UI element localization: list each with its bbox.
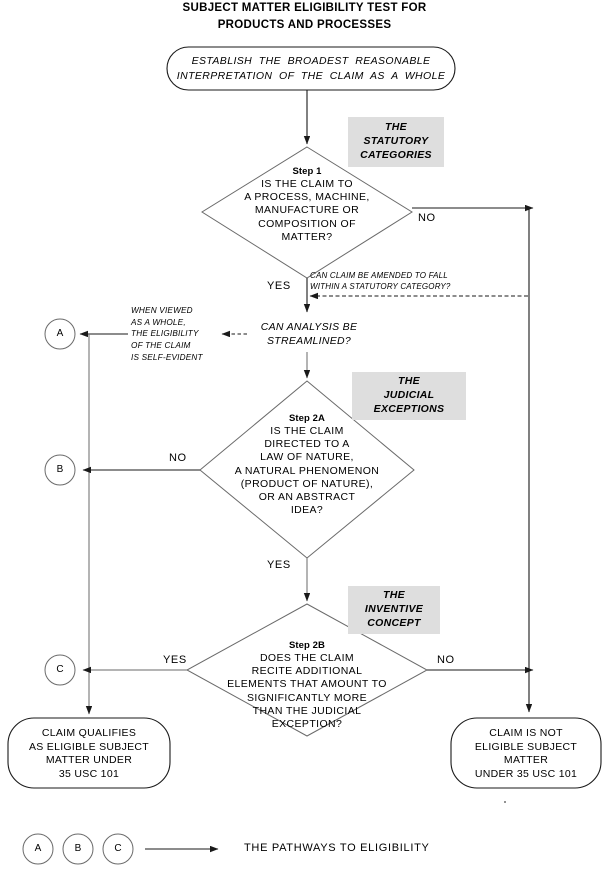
step2a-line3: LAW OF NATURE, <box>260 451 354 464</box>
step2a-line1: IS THE CLAIM <box>270 424 344 437</box>
step2b-no-label: NO <box>437 654 455 666</box>
callout-inventive-line2: INVENTIVE <box>364 603 424 616</box>
terminal-eligible-line3: MATTER UNDER <box>45 754 133 767</box>
step1-line5: MATTER? <box>281 230 333 243</box>
step1-line4: COMPOSITION OF <box>258 217 356 230</box>
step2b-line6: EXCEPTION? <box>271 718 343 731</box>
step2a-text-block: Step 2A IS THE CLAIM DIRECTED TO A LAW O… <box>192 413 422 518</box>
step2b-line1: DOES THE CLAIM <box>259 651 355 664</box>
step1-yes-label: YES <box>267 280 291 292</box>
terminal-not-eligible-line3: MATTER <box>503 754 549 767</box>
legend-b-circle <box>62 833 94 865</box>
self-evident-line3: THE ELIGIBILITY <box>131 329 199 339</box>
step2a-line4: A NATURAL PHENOMENON <box>234 464 380 477</box>
self-evident-text-block: WHEN VIEWED AS A WHOLE, THE ELIGIBILITY … <box>131 305 203 363</box>
step1-line2: A PROCESS, MACHINE, <box>244 191 370 204</box>
callout-statutory-line2: STATUTORY <box>363 135 429 148</box>
step2b-step-label: Step 2B <box>288 640 326 651</box>
self-evident-line1: WHEN VIEWED <box>131 306 193 315</box>
self-evident-line5: IS SELF-EVIDENT <box>131 352 203 362</box>
terminal-not-eligible-line4: UNDER 35 USC 101 <box>474 767 578 780</box>
legend-description: THE PATHWAYS TO ELIGIBILITY <box>244 842 430 854</box>
callout-judicial-exceptions: THE JUDICIAL EXCEPTIONS <box>352 372 466 420</box>
legend-c-circle <box>102 833 134 865</box>
start-node-line1: ESTABLISH THE BROADEST REASONABLE <box>191 55 431 67</box>
callout-judicial-line1: THE <box>398 375 420 388</box>
step2b-text-block: Step 2B DOES THE CLAIM RECITE ADDITIONAL… <box>190 640 424 731</box>
step2a-no-label: NO <box>169 452 187 464</box>
start-node-shape <box>166 46 456 91</box>
step2a-yes-label: YES <box>267 559 291 571</box>
step2a-line7: IDEA? <box>290 504 324 517</box>
stray-dot <box>504 801 506 803</box>
step2b-line3: ELEMENTS THAT AMOUNT TO <box>227 678 387 691</box>
step1-text-block: Step 1 IS THE CLAIM TO A PROCESS, MACHIN… <box>197 166 417 244</box>
connector-b-circle <box>44 454 76 486</box>
step2a-line5: (PRODUCT OF NATURE), <box>240 477 374 490</box>
streamlined-line2: STREAMLINED? <box>266 335 352 347</box>
step2b-line2: RECITE ADDITIONAL <box>251 665 363 678</box>
step2b-line5: THAN THE JUDICIAL <box>252 704 362 717</box>
callout-judicial-line2: JUDICIAL <box>383 389 435 402</box>
callout-inventive-line1: THE <box>383 589 405 602</box>
step1-no-label: NO <box>418 212 436 224</box>
start-node-line2: INTERPRETATION OF THE CLAIM AS A WHOLE <box>176 70 446 82</box>
callout-statutory-line3: CATEGORIES <box>360 148 432 161</box>
page-title-line2: PRODUCTS AND PROCESSES <box>217 19 392 31</box>
terminal-not-eligible-line1: CLAIM IS NOT <box>489 727 563 739</box>
amend-note-line1: CAN CLAIM BE AMENDED TO FALL <box>310 271 448 280</box>
page-title-line1: SUBJECT MATTER ELIGIBILITY TEST FOR <box>182 2 427 14</box>
callout-judicial-line3: EXCEPTIONS <box>373 402 445 415</box>
step2a-line2: DIRECTED TO A <box>264 438 350 451</box>
terminal-eligible-line1: CLAIM QUALIFIES <box>41 727 137 739</box>
step2b-line4: SIGNIFICANTLY MORE <box>247 691 367 704</box>
legend-a-label: A <box>34 843 42 854</box>
terminal-not-eligible-line2: ELIGIBLE SUBJECT <box>474 740 578 753</box>
connector-c-label: C <box>56 664 64 675</box>
connector-b-label: B <box>56 464 64 475</box>
terminal-not-eligible-text: CLAIM IS NOT ELIGIBLE SUBJECT MATTER UND… <box>451 727 601 782</box>
step2a-step-label: Step 2A <box>288 413 326 424</box>
step1-line1: IS THE CLAIM TO <box>261 177 353 190</box>
terminal-eligible-line2: AS ELIGIBLE SUBJECT <box>28 740 150 753</box>
self-evident-line2: AS A WHOLE, <box>131 317 186 327</box>
terminal-not-eligible-shape <box>450 717 602 789</box>
connector-a-label: A <box>56 328 64 339</box>
step2b-yes-label: YES <box>163 654 187 666</box>
callout-inventive-line3: CONCEPT <box>367 616 421 629</box>
legend-a-circle <box>22 833 54 865</box>
connector-c-circle <box>44 654 76 686</box>
callout-inventive-concept: THE INVENTIVE CONCEPT <box>348 586 440 634</box>
terminal-eligible-text: CLAIM QUALIFIES AS ELIGIBLE SUBJECT MATT… <box>8 727 170 782</box>
callout-statutory-categories: THE STATUTORY CATEGORIES <box>348 117 444 167</box>
legend-c-label: C <box>114 843 122 854</box>
step2b-diamond-shape <box>185 603 429 737</box>
step2a-line6: OR AN ABSTRACT <box>258 491 356 504</box>
terminal-eligible-line4: 35 USC 101 <box>58 767 120 780</box>
streamlined-line1: CAN ANALYSIS BE <box>260 321 358 333</box>
step1-step-label: Step 1 <box>292 166 322 177</box>
terminal-eligible-shape <box>7 717 171 789</box>
amend-note-line2: WITHIN A STATUTORY CATEGORY? <box>310 282 451 291</box>
self-evident-line4: OF THE CLAIM <box>131 340 191 350</box>
connector-a-circle <box>44 318 76 350</box>
callout-statutory-line1: THE <box>385 121 407 134</box>
step1-line3: MANUFACTURE OR <box>254 204 360 217</box>
legend-b-label: B <box>74 843 82 854</box>
